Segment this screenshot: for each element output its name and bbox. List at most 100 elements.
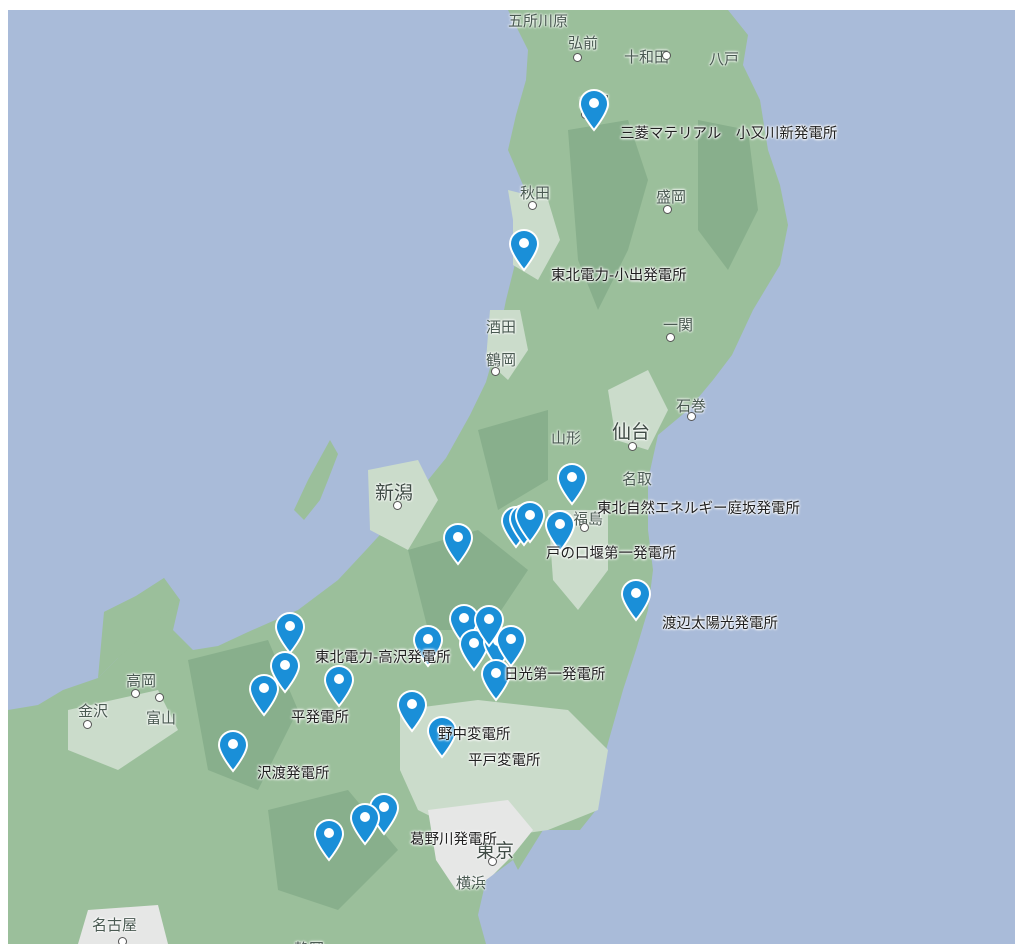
city-label-yokohama: 横浜 <box>456 874 487 892</box>
marker-watanabe-label[interactable]: 渡辺太陽光発電所 <box>662 616 778 632</box>
city-dot-sendai <box>628 442 637 451</box>
marker-nonaka[interactable] <box>395 689 429 733</box>
city-label-toyama: 富山 <box>146 709 177 727</box>
marker-tadami[interactable] <box>441 522 475 566</box>
city-label-niigata: 新潟 <box>375 482 414 504</box>
map-terrain <box>8 10 1015 944</box>
mountain-asahi <box>478 410 548 510</box>
mountain-ou <box>568 120 648 310</box>
lowland-shonai <box>486 310 528 380</box>
city-label-hachinohe: 八戸 <box>709 50 740 68</box>
marker-takasawa[interactable] <box>273 611 307 655</box>
city-label-towada: 十和田 <box>624 48 670 66</box>
marker-takasawa-label[interactable]: 東北電力-高沢発電所 <box>315 650 451 666</box>
marker-taira-1[interactable] <box>268 650 302 694</box>
mountain-kitakami <box>698 120 758 270</box>
map-pin-icon <box>426 716 458 759</box>
city-label-hirosaki: 弘前 <box>568 34 599 52</box>
map-pin-icon <box>248 674 280 717</box>
marker-taira[interactable] <box>322 664 356 708</box>
city-dot-nagoya <box>118 937 127 944</box>
map-pin-icon <box>349 803 381 846</box>
lowland-niigata <box>368 460 438 550</box>
city-dot-hirosaki <box>573 53 582 62</box>
city-label-nagoya: 名古屋 <box>92 916 138 934</box>
map-pin-icon <box>556 463 588 506</box>
marker-tonokuchi-3[interactable] <box>543 509 577 553</box>
map-pin-icon <box>508 229 540 272</box>
map-pin-icon <box>620 579 652 622</box>
marker-sawatari-label[interactable]: 沢渡発電所 <box>257 766 330 782</box>
lowland-sendai <box>608 370 668 450</box>
marker-tonokuchi[interactable] <box>513 500 547 544</box>
marker-nikko[interactable] <box>472 604 506 648</box>
marker-nikko-3[interactable] <box>494 624 528 668</box>
marker-hirado[interactable] <box>425 715 459 759</box>
map-pin-icon <box>473 605 505 648</box>
city-label-sakata: 酒田 <box>486 318 517 336</box>
city-label-morioka: 盛岡 <box>656 188 687 206</box>
map-pin-icon <box>442 523 474 566</box>
city-dot-towada <box>662 51 671 60</box>
marker-watanabe[interactable] <box>619 578 653 622</box>
city-dot-akita <box>528 201 537 210</box>
city-dot-niigata <box>393 501 402 510</box>
map-pin-icon <box>217 730 249 773</box>
city-dot-toyama <box>155 693 164 702</box>
map-pin-icon <box>495 625 527 668</box>
marker-nikko-4[interactable] <box>479 658 513 702</box>
sado-island <box>294 440 338 520</box>
marker-kosoe[interactable] <box>577 88 611 132</box>
marker-niwasaka[interactable] <box>555 462 589 506</box>
city-label-yamagata: 山形 <box>551 429 582 447</box>
marker-koide[interactable] <box>507 228 541 272</box>
urban-nagoya <box>78 905 168 944</box>
map-pin-icon <box>412 625 444 668</box>
city-dot-morioka <box>663 205 672 214</box>
city-label-kanazawa: 金沢 <box>78 702 109 720</box>
map-pin-icon <box>514 501 546 544</box>
marker-kazunogawa[interactable] <box>348 802 382 846</box>
tokyo-bay <box>478 860 528 944</box>
urban-tokyo <box>428 800 533 890</box>
marker-hirado-label[interactable]: 平戸変電所 <box>468 753 541 769</box>
marker-okutone-2[interactable] <box>411 624 445 668</box>
map-canvas[interactable]: 五所川原弘前十和田八戸大館秋田盛岡酒田鶴岡一関石巻仙台山形名取新潟福島高岡金沢富… <box>8 10 1015 944</box>
marker-nikko-1[interactable] <box>457 628 491 672</box>
lowland-toyama <box>68 690 178 770</box>
city-label-akita: 秋田 <box>520 184 551 202</box>
city-label-goshogawara: 五所川原 <box>508 12 569 30</box>
map-pin-icon <box>323 665 355 708</box>
marker-sawatari[interactable] <box>216 729 250 773</box>
city-label-shizuoka: 静岡 <box>294 938 324 944</box>
noto-peninsula <box>98 578 180 678</box>
map-pin-icon <box>480 659 512 702</box>
city-dot-ichinoseki <box>666 333 675 342</box>
marker-koide-label[interactable]: 東北電力-小出発電所 <box>551 268 687 284</box>
map-pin-icon <box>458 629 490 672</box>
map-pin-icon <box>544 510 576 553</box>
city-dot-ishinomaki <box>687 412 696 421</box>
city-dot-tokyo <box>488 857 497 866</box>
city-label-tsuruoka: 鶴岡 <box>486 351 517 369</box>
marker-tonokuchi-label[interactable]: 戸の口堰第一発電所 <box>546 546 677 562</box>
marker-kosoe-label[interactable]: 三菱マテリアル 小又川新発電所 <box>620 126 838 142</box>
marker-niwasaka-label[interactable]: 東北自然エネルギー庭坂発電所 <box>597 501 800 517</box>
marker-nikko-label[interactable]: 日光第一発電所 <box>504 667 606 683</box>
city-dot-kanazawa <box>83 720 92 729</box>
marker-kazunogawa-label[interactable]: 葛野川発電所 <box>410 832 497 848</box>
marker-taira-2[interactable] <box>247 673 281 717</box>
map-pin-icon <box>269 651 301 694</box>
city-dot-fukushima <box>580 523 589 532</box>
marker-kazunogawa-2[interactable] <box>312 818 346 862</box>
city-label-sendai: 仙台 <box>612 421 651 443</box>
marker-taira-label[interactable]: 平発電所 <box>291 710 349 726</box>
map-pin-icon <box>313 819 345 862</box>
map-pin-icon <box>578 89 610 132</box>
city-label-tokyo: 東京 <box>476 840 515 862</box>
city-dot-takaoka <box>131 689 140 698</box>
mountain-echigo <box>408 530 528 630</box>
map-pin-icon <box>274 612 306 655</box>
marker-nonaka-label[interactable]: 野中変電所 <box>438 727 511 743</box>
map-pin-icon <box>396 690 428 733</box>
